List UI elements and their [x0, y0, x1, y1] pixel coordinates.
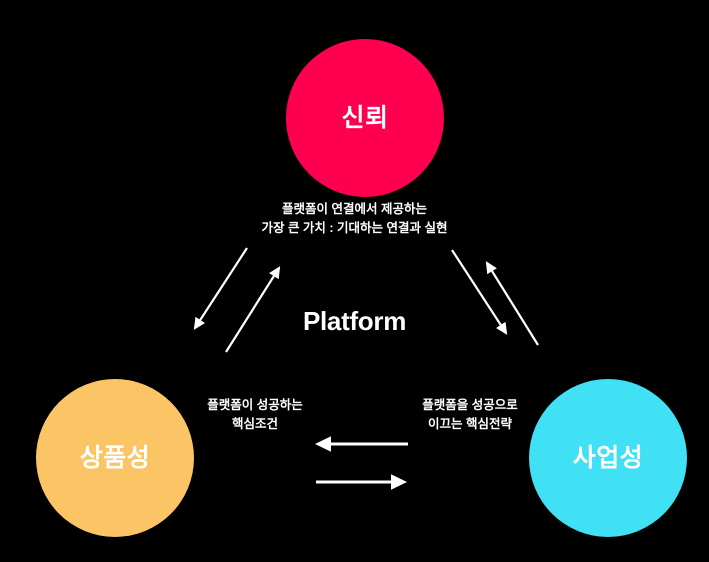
- arrow-business-to-trust: [485, 261, 539, 346]
- caption-top-line2: 가장 큰 가치 : 기대하는 연결과 실현: [261, 220, 448, 235]
- caption-right: 플랫폼을 성공으로 이끄는 핵심전략: [400, 396, 540, 434]
- caption-right-line2: 이끄는 핵심전략: [428, 416, 512, 431]
- node-trust-label: 신뢰: [341, 103, 389, 132]
- node-product[interactable]: 상품성: [36, 379, 194, 537]
- caption-left: 플랫폼이 성공하는 핵심조건: [185, 396, 325, 434]
- arrow-product-to-trust: [225, 266, 281, 353]
- arrow-trust-to-business: [451, 249, 508, 335]
- node-business-label: 사업성: [572, 443, 644, 472]
- node-trust[interactable]: 신뢰: [286, 39, 444, 197]
- caption-right-line1: 플랫폼을 성공으로: [422, 398, 518, 412]
- node-business[interactable]: 사업성: [529, 379, 687, 537]
- caption-left-line2: 핵심조건: [231, 416, 278, 431]
- caption-top: 플랫폼이 연결에서 제공하는 가장 큰 가치 : 기대하는 연결과 실현: [0, 200, 709, 238]
- node-product-label: 상품성: [79, 443, 151, 472]
- caption-left-line1: 플랫폼이 성공하는: [207, 398, 303, 412]
- center-platform-label: Platform: [302, 306, 407, 336]
- arrow-trust-to-product: [193, 247, 248, 330]
- caption-top-line1: 플랫폼이 연결에서 제공하는: [282, 202, 427, 216]
